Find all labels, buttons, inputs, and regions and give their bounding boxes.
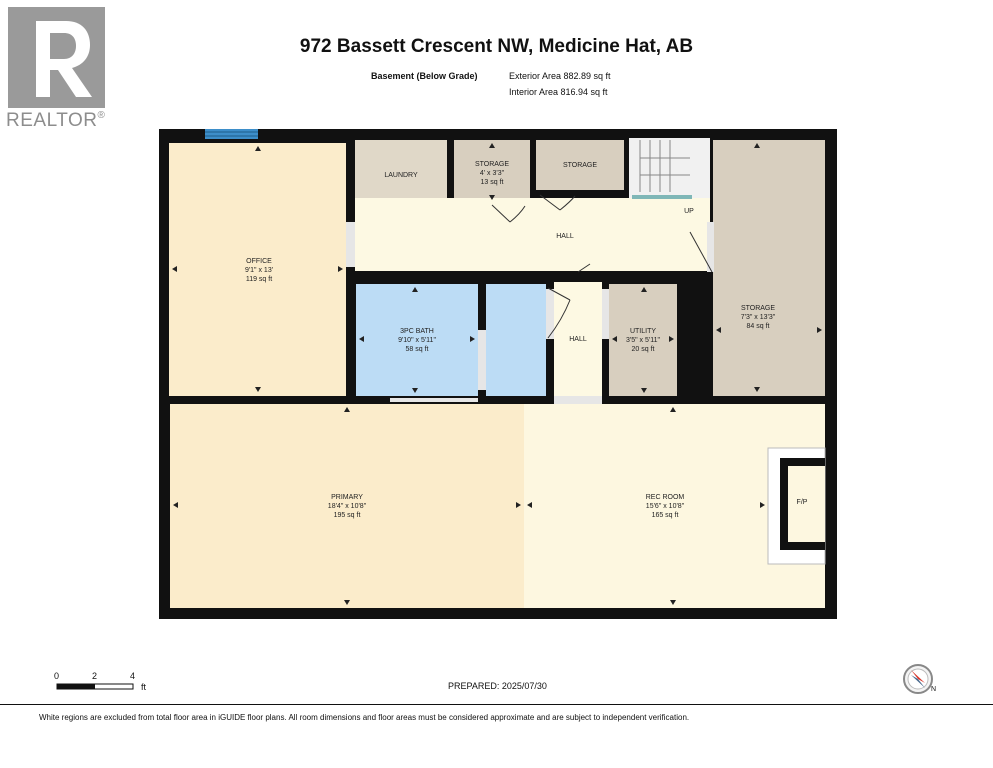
room-utility xyxy=(609,284,677,396)
prepared-date: PREPARED: 2025/07/30 xyxy=(448,681,547,691)
hall-upper-name: HALL xyxy=(556,233,574,240)
office-dims: 9'1" x 13' xyxy=(244,267,274,274)
hall-lower-name: HALL xyxy=(569,336,587,343)
exterior-area: Exterior Area 882.89 sq ft xyxy=(509,71,611,81)
room-primary xyxy=(170,404,524,608)
realtor-logo xyxy=(8,7,105,108)
room-bath-shower xyxy=(486,284,546,396)
label-bath: 3PC BATH 9'10" x 5'11" 58 sq ft xyxy=(356,327,478,354)
bath-name: 3PC BATH xyxy=(400,328,434,335)
scale-unit: ft xyxy=(141,682,147,692)
scale-bar xyxy=(56,683,134,690)
realtor-wordmark: REALTOR® xyxy=(6,110,105,132)
page-title: 972 Bassett Crescent NW, Medicine Hat, A… xyxy=(299,36,694,57)
storage-small-area: 13 sq ft xyxy=(480,179,504,186)
bath-area: 58 sq ft xyxy=(405,346,429,353)
label-primary: PRIMARY 18'4" x 10'8" 195 sq ft xyxy=(287,493,407,520)
primary-dims: 18'4" x 10'8" xyxy=(327,503,367,510)
bath-dims: 9'10" x 5'11" xyxy=(398,337,436,344)
label-storage-small: STORAGE 4' x 3'3" 13 sq ft xyxy=(453,160,531,187)
office-area: 119 sq ft xyxy=(245,276,273,283)
room-storage-mid xyxy=(536,140,624,190)
label-up: UP xyxy=(679,207,699,216)
room-hall-lower xyxy=(554,282,602,400)
bath-door-slot xyxy=(390,398,478,402)
label-rec-room: REC ROOM 15'6" x 10'8" 165 sq ft xyxy=(605,493,725,520)
window xyxy=(205,129,258,139)
stair-treads xyxy=(639,140,690,192)
door-swings xyxy=(491,194,713,339)
scale-tick-0: 0 xyxy=(54,671,60,681)
door-openings xyxy=(346,222,714,404)
compass-icon xyxy=(903,664,933,694)
storage-small-name: STORAGE xyxy=(474,161,510,168)
disclaimer: White regions are excluded from total fl… xyxy=(39,713,690,722)
storage-small-dims: 4' x 3'3" xyxy=(479,170,505,177)
label-utility: UTILITY 3'5" x 5'11" 20 sq ft xyxy=(609,327,677,354)
compass-north-label: N xyxy=(931,686,937,693)
realtor-text: REALTOR xyxy=(6,110,98,131)
office-name: OFFICE xyxy=(246,258,272,265)
primary-name: PRIMARY xyxy=(331,494,363,501)
label-storage-mid: STORAGE xyxy=(536,161,624,170)
label-laundry: LAUNDRY xyxy=(355,171,447,180)
storage-large-area: 84 sq ft xyxy=(746,323,770,330)
window-frame xyxy=(205,131,258,137)
primary-area: 195 sq ft xyxy=(333,512,361,519)
level-label: Basement (Below Grade) xyxy=(371,71,478,81)
registered-mark: ® xyxy=(97,110,106,121)
rec-room-area: 165 sq ft xyxy=(651,512,679,519)
rec-room-name: REC ROOM xyxy=(645,494,685,501)
room-hall-upper xyxy=(355,198,710,271)
scale-tick-4: 4 xyxy=(130,671,136,681)
stair-landing xyxy=(632,195,692,199)
fireplace-inner xyxy=(788,466,825,542)
label-fireplace: F/P xyxy=(788,498,816,507)
utility-name: UTILITY xyxy=(629,328,657,335)
interior-area: Interior Area 816.94 sq ft xyxy=(509,87,608,97)
dimension-arrows xyxy=(172,143,822,605)
room-storage-small xyxy=(454,140,530,202)
scale-tick-2: 2 xyxy=(92,671,98,681)
room-office xyxy=(169,143,346,396)
up-name: UP xyxy=(684,208,694,215)
storage-large-dims: 7'3" x 13'3" xyxy=(740,314,776,321)
utility-dims: 3'5" x 5'11" xyxy=(626,337,660,344)
rec-room-dims: 15'6" x 10'8" xyxy=(645,503,685,510)
utility-area: 20 sq ft xyxy=(631,346,655,353)
room-storage-large xyxy=(713,140,825,396)
storage-large-name: STORAGE xyxy=(740,305,776,312)
footer-divider xyxy=(0,704,993,705)
label-storage-large: STORAGE 7'3" x 13'3" 84 sq ft xyxy=(713,304,803,331)
laundry-name: LAUNDRY xyxy=(384,172,418,179)
storage-mid-name: STORAGE xyxy=(562,162,598,169)
room-bath xyxy=(356,284,478,396)
realtor-r-icon xyxy=(8,7,105,108)
label-hall-upper: HALL xyxy=(525,232,605,241)
label-hall-lower: HALL xyxy=(554,335,602,344)
fireplace-name: F/P xyxy=(796,499,808,506)
label-office: OFFICE 9'1" x 13' 119 sq ft xyxy=(199,257,319,284)
